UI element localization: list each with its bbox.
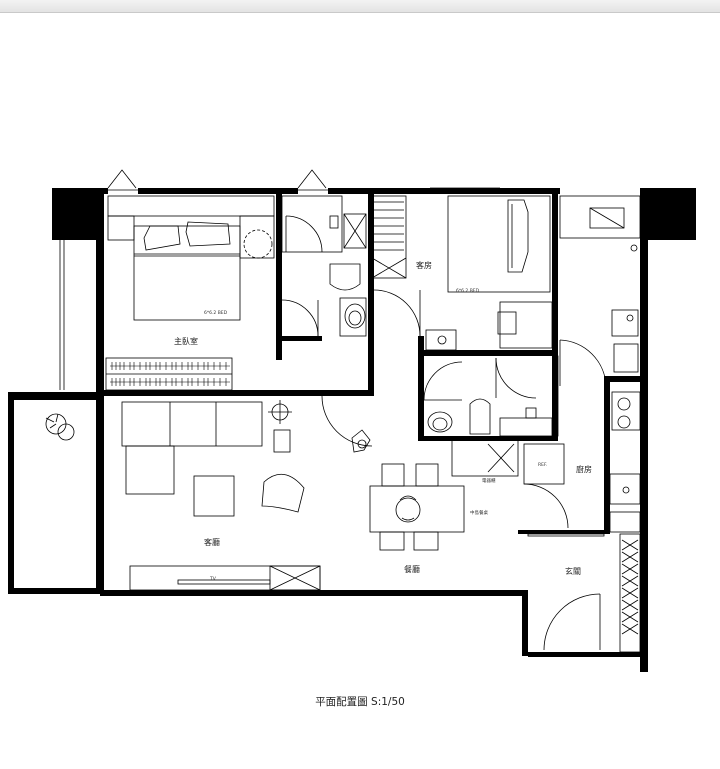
interior-walls xyxy=(104,194,640,534)
living-room-furniture xyxy=(121,395,373,591)
windows xyxy=(59,187,500,590)
window-top-bar xyxy=(0,0,720,13)
bathroom-1 xyxy=(281,195,367,337)
room-label-master-bedroom: 主臥室 xyxy=(174,336,198,346)
room-label-living-room: 客廳 xyxy=(204,537,220,547)
wardrobe-hangers xyxy=(110,362,230,386)
kitchen-furniture xyxy=(559,195,641,533)
balcony-plant xyxy=(45,413,75,441)
bed-size-label-master: 6*6.2 BED xyxy=(204,310,228,316)
structural-columns xyxy=(52,188,696,240)
room-label-kitchen: 廚房 xyxy=(576,464,592,474)
window-flaps xyxy=(107,169,327,189)
fridge-label: REF. xyxy=(538,462,547,468)
entrance-area xyxy=(527,533,641,653)
room-label-entrance: 玄關 xyxy=(565,566,581,576)
bathroom-2 xyxy=(423,355,559,437)
plan-caption: 平面配置圖 S:1/50 xyxy=(315,696,405,708)
dining-side-note: 中島餐桌 xyxy=(470,509,488,516)
master-bedroom-furniture xyxy=(105,195,275,391)
appliance-cabinet-label: 電器櫃 xyxy=(482,477,496,484)
bed-size-label-guest: 6*6.2 BED xyxy=(456,288,480,294)
tv-label: TV xyxy=(209,576,217,582)
room-label-dining-room: 餐廳 xyxy=(404,564,420,574)
dining-furniture xyxy=(351,429,569,551)
room-label-guest-room: 客房 xyxy=(416,260,432,270)
guest-room-furniture xyxy=(371,195,553,351)
